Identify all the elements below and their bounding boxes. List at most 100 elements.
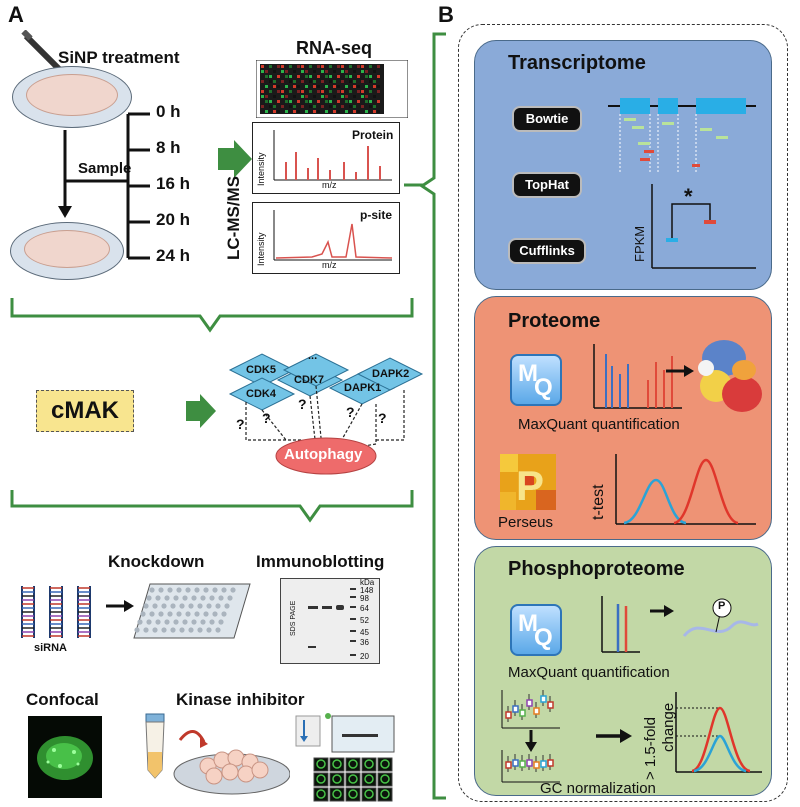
heatmap-cell (301, 80, 304, 83)
plate-well (215, 603, 221, 609)
heatmap-cell (277, 90, 280, 93)
heatmap-cell (345, 70, 348, 73)
plate-well (152, 603, 158, 609)
heatmap-cell (353, 80, 356, 83)
heatmap-cell (345, 95, 348, 98)
kinase-network (228, 353, 424, 475)
alignment-diagram (608, 98, 756, 172)
significance-star: * (684, 184, 693, 209)
heatmap-cell (365, 70, 368, 73)
heatmap-cell (325, 100, 328, 103)
boxplot-box (512, 759, 519, 767)
plate-well (143, 603, 149, 609)
heatmap-cell (289, 100, 292, 103)
heatmap-cell (309, 80, 312, 83)
heatmap-cell (317, 110, 320, 113)
heatmap-cell (365, 110, 368, 113)
maxquant-logo: M Q (510, 354, 562, 406)
inhibitor-results (295, 713, 395, 802)
psite-label: p-site (360, 208, 393, 222)
heatmap-cell (377, 90, 380, 93)
question-5: ? (378, 410, 387, 426)
heatmap-cell (261, 90, 264, 93)
plate-well (173, 595, 179, 601)
heatmap-cell (289, 90, 292, 93)
heatmap-cell (313, 110, 316, 113)
heatmap-cell (361, 70, 364, 73)
kinase-inhibitor-label: Kinase inhibitor (176, 690, 305, 709)
phospho-spectrum (601, 596, 640, 653)
heatmap-cell (301, 95, 304, 98)
heatmap-cell (337, 100, 340, 103)
kinase-dapk1: DAPK1 (344, 382, 382, 394)
heatmap-cell (293, 110, 296, 113)
confocal-cell (364, 774, 374, 784)
heatmap-cell (285, 100, 288, 103)
heatmap-cell (273, 85, 276, 88)
confocal-cell (332, 759, 342, 769)
heatmap-cell (373, 105, 376, 108)
plate-well (143, 627, 149, 633)
mz-label-1: m/z (322, 180, 337, 190)
heatmap-cell (345, 75, 348, 78)
plate-well (209, 595, 215, 601)
heatmap-cell (301, 90, 304, 93)
plate-well (155, 619, 161, 625)
heatmap-cell (349, 75, 352, 78)
heatmap-cell (301, 105, 304, 108)
timepoint-24h: 24 h (156, 246, 191, 265)
heatmap-cell (313, 80, 316, 83)
plate-well (203, 587, 209, 593)
heatmap-cell (353, 95, 356, 98)
plate-well (191, 595, 197, 601)
heatmap-cell (341, 90, 344, 93)
heatmap-cell (345, 85, 348, 88)
fpkm-plot (651, 184, 756, 269)
heatmap-cell (285, 70, 288, 73)
plate-well (182, 619, 188, 625)
heatmap-cell (273, 110, 276, 113)
heatmap-cell (349, 90, 352, 93)
heatmap-cell (317, 85, 320, 88)
heatmap-cell (297, 90, 300, 93)
time-branch-lines (58, 112, 150, 260)
heatmap-cell (273, 95, 276, 98)
treatment-dish-cells (26, 74, 118, 116)
heatmap-cell (365, 100, 368, 103)
proteome-title: Proteome (508, 310, 601, 332)
heatmap-cell (333, 105, 336, 108)
heatmap-cell (377, 100, 380, 103)
phosphopeptide-icon (682, 598, 759, 638)
heatmap-cell (333, 85, 336, 88)
plate-well (227, 595, 233, 601)
heatmap-cell (261, 70, 264, 73)
arrow-right-icon-3 (650, 605, 674, 617)
plate-well (200, 595, 206, 601)
sample-dish-cells (24, 230, 110, 268)
plate-well (173, 619, 179, 625)
plate-well (206, 603, 212, 609)
plate-well (221, 587, 227, 593)
plate-well (134, 627, 140, 633)
heatmap-cell (305, 100, 308, 103)
mw-148: 148 (360, 586, 374, 595)
heatmap-cell (357, 100, 360, 103)
perseus-logo: P (500, 454, 556, 510)
kinase-dapk2: DAPK2 (372, 368, 410, 380)
heatmap-cell (349, 65, 352, 68)
plate-well (176, 611, 182, 617)
boxplot-normalized (501, 750, 560, 783)
heatmap-cell (317, 100, 320, 103)
bracket-2 (10, 490, 414, 523)
heatmap-cell (309, 105, 312, 108)
confocal-cell (348, 789, 358, 799)
heatmap-cell (361, 105, 364, 108)
mw-52: 52 (360, 616, 369, 625)
cufflinks-tool: Cufflinks (510, 240, 584, 262)
heatmap-cell (333, 95, 336, 98)
knockdown-label: Knockdown (108, 552, 205, 571)
heatmap-cell (261, 105, 264, 108)
heatmap-cell (361, 95, 364, 98)
plate-well (146, 595, 152, 601)
mw-98: 98 (360, 594, 369, 603)
